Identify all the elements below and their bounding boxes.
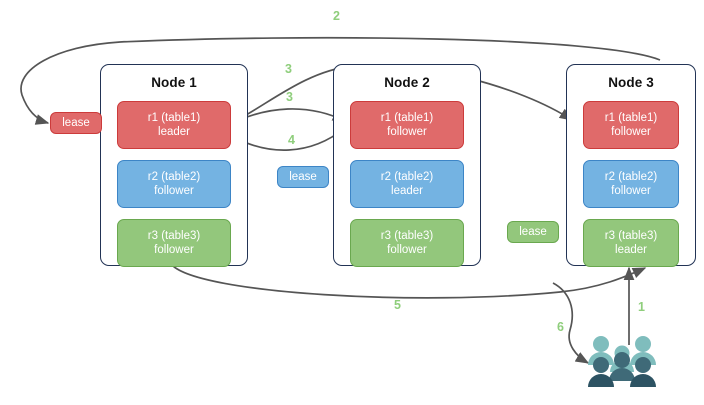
replica-role: follower <box>387 244 427 256</box>
replica-node3-r3[interactable]: r3 (table3) leader <box>583 219 679 267</box>
step-label-3a: 3 <box>285 62 292 76</box>
step-label-1: 1 <box>638 300 645 314</box>
replica-node2-r1[interactable]: r1 (table1) follower <box>350 101 464 149</box>
replica-role: follower <box>611 185 651 197</box>
arrow-step-6 <box>552 282 590 364</box>
replica-role: follower <box>154 185 194 197</box>
replica-node2-r3[interactable]: r3 (table3) follower <box>350 219 464 267</box>
users-icon <box>588 336 656 387</box>
step-label-3b: 3 <box>286 90 293 104</box>
replica-role: leader <box>158 126 190 138</box>
replica-name: r2 (table2) <box>604 171 658 183</box>
arrow-step-2 <box>20 36 661 125</box>
node-title-node2: Node 2 <box>384 75 430 90</box>
replica-name: r3 (table3) <box>604 230 658 242</box>
replica-node2-r2[interactable]: r2 (table2) leader <box>350 160 464 208</box>
replica-name: r2 (table2) <box>380 171 434 183</box>
replica-node1-r3[interactable]: r3 (table3) follower <box>117 219 231 267</box>
replica-name: r2 (table2) <box>147 171 201 183</box>
node-box-node2[interactable]: Node 2 r1 (table1) follower r2 (table2) … <box>333 64 481 267</box>
node-title-node1: Node 1 <box>151 75 197 90</box>
replica-role: leader <box>615 244 647 256</box>
lease-badge-r3[interactable]: lease <box>507 221 559 243</box>
replica-role: follower <box>611 126 651 138</box>
replica-name: r3 (table3) <box>380 230 434 242</box>
step-label-4: 4 <box>288 133 295 147</box>
replica-node3-r2[interactable]: r2 (table2) follower <box>583 160 679 208</box>
replica-role: leader <box>391 185 423 197</box>
node-box-node3[interactable]: Node 3 r1 (table1) follower r2 (table2) … <box>566 64 696 267</box>
step-label-6: 6 <box>557 320 564 334</box>
replica-name: r1 (table1) <box>147 112 201 124</box>
lease-badge-r1[interactable]: lease <box>50 112 102 134</box>
replica-name: r3 (table3) <box>147 230 201 242</box>
replica-role: follower <box>387 126 427 138</box>
replica-name: r1 (table1) <box>604 112 658 124</box>
step-label-5: 5 <box>394 298 401 312</box>
replica-node1-r2[interactable]: r2 (table2) follower <box>117 160 231 208</box>
replica-role: follower <box>154 244 194 256</box>
replica-node3-r1[interactable]: r1 (table1) follower <box>583 101 679 149</box>
node-title-node3: Node 3 <box>608 75 654 90</box>
node-box-node1[interactable]: Node 1 r1 (table1) leader r2 (table2) fo… <box>100 64 248 267</box>
lease-badge-r2[interactable]: lease <box>277 166 329 188</box>
replica-name: r1 (table1) <box>380 112 434 124</box>
replica-node1-r1[interactable]: r1 (table1) leader <box>117 101 231 149</box>
arrow-step-5 <box>171 264 647 299</box>
step-label-2: 2 <box>333 9 340 23</box>
